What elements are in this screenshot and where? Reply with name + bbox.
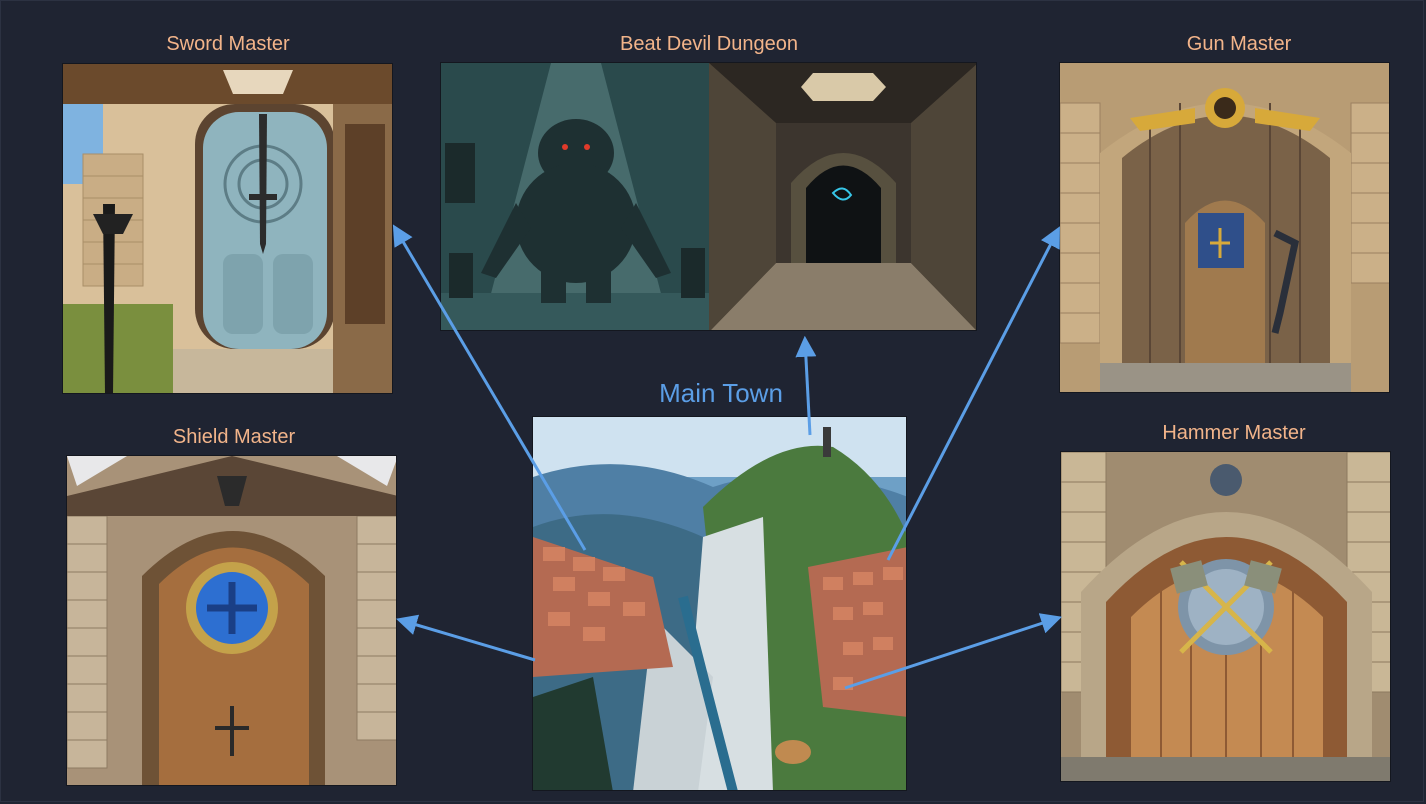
gun-master-label: Gun Master <box>1186 33 1292 55</box>
main-town-image <box>532 416 907 791</box>
main-town-label: Main Town <box>659 378 783 408</box>
beat-devil-dungeon-label: Beat Devil Dungeon <box>620 33 798 55</box>
gun-master-image <box>1059 62 1390 393</box>
hammer-master-label: Hammer Master <box>1162 422 1306 444</box>
beat-devil-dungeon-image <box>440 62 977 331</box>
sword-master-image <box>62 63 393 394</box>
shield-master-image <box>66 455 397 786</box>
shield-master-label: Shield Master <box>172 426 296 448</box>
hammer-master-image <box>1060 451 1391 782</box>
sword-master-label: Sword Master <box>166 33 290 55</box>
